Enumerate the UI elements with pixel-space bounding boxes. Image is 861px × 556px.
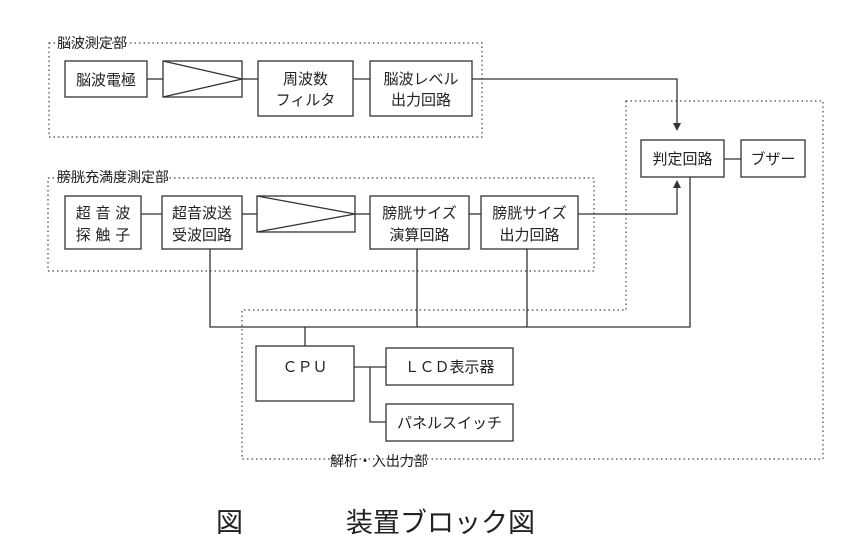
freq-filter-block [257, 60, 354, 117]
ultrasound-txrx-label-2: 受波回路 [172, 226, 232, 244]
cpu-block [255, 345, 355, 402]
wire-eeg-to-judge [472, 78, 678, 126]
bladder-size-calc-label-1: 膀胱サイズ [382, 204, 457, 222]
bladder-size-output-label-2: 出力回路 [499, 226, 559, 244]
analysis-section-label: 解析・入出力部 [330, 454, 428, 470]
lcd-display-block [385, 347, 514, 386]
panel-switch-label: パネルスイッチ [397, 414, 502, 432]
eeg-electrode-label: 脳波電極 [76, 71, 136, 89]
judge-circuit-label: 判定回路 [652, 150, 712, 168]
buzzer-block [740, 139, 806, 178]
bladder-section-label: 膀胱充満度測定部 [57, 169, 169, 186]
lcd-display-label: ＬＣＤ表示器 [404, 358, 494, 376]
eeg-electrode-block [64, 60, 148, 98]
amplifier-2-block [256, 195, 356, 233]
wires [141, 78, 741, 423]
eeg-output-block [369, 60, 473, 117]
eeg-output-label-1: 脳波レベル [383, 70, 458, 88]
figure-caption-title: 装置ブロック図 [346, 508, 535, 539]
ultrasound-probe-label-1: 超 音 波 [76, 204, 131, 222]
buzzer-label: ブザー [750, 150, 795, 168]
cpu-label: ＣＰＵ [282, 358, 327, 376]
ultrasound-txrx-block [161, 195, 243, 250]
ultrasound-probe-block [64, 195, 142, 250]
wire-cpu-to-panel [369, 367, 386, 423]
wire-bus [209, 177, 691, 328]
ultrasound-txrx-label-1: 超音波送 [172, 204, 232, 222]
arrow-head [673, 180, 681, 188]
freq-filter-label-1: 周波数 [283, 70, 328, 88]
freq-filter-label-2: フィルタ [276, 91, 336, 109]
figure-caption-prefix: 図 [216, 508, 243, 539]
eeg-section-label: 脳波測定部 [57, 36, 127, 52]
judge-circuit-block [640, 139, 725, 178]
bladder-size-output-label-1: 膀胱サイズ [492, 204, 567, 222]
ultrasound-probe-label-2: 探 触 子 [76, 226, 131, 244]
bladder-size-calc-block [369, 195, 470, 250]
bladder-size-output-block [480, 195, 579, 250]
arrow-head [673, 123, 681, 131]
amplifier-1-block [162, 60, 243, 98]
analysis-section-outline [241, 100, 824, 460]
wire-size-to-judge [578, 185, 678, 215]
eeg-output-label-2: 出力回路 [391, 91, 451, 109]
bladder-size-calc-label-2: 演算回路 [389, 226, 449, 244]
panel-switch-block [385, 403, 514, 442]
eeg-section-outline [48, 42, 483, 138]
